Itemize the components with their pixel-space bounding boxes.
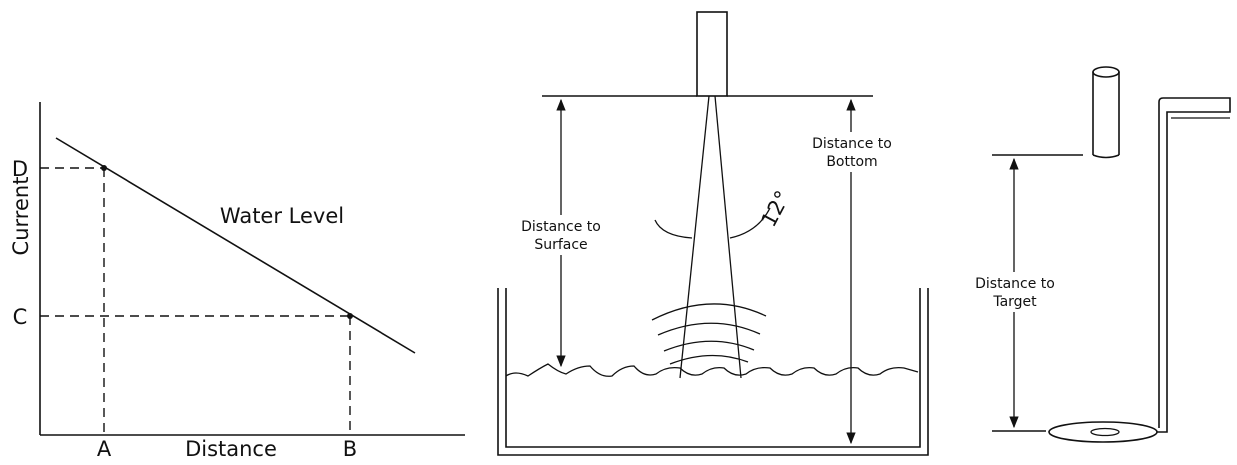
distance-to-surface-label-line1: Distance to	[521, 219, 601, 235]
y-axis-label: Current	[9, 177, 33, 256]
tank-inner-wall	[505, 288, 921, 448]
water-level-line	[55, 137, 416, 354]
distance-to-target-label-line2: Target	[992, 294, 1037, 310]
y-tick-c: C	[13, 305, 28, 329]
target-disc	[1048, 421, 1158, 443]
sound-wave-2	[657, 322, 761, 336]
beam-edge-left	[679, 95, 710, 379]
beam-edge-right	[714, 95, 742, 379]
support-arm	[1157, 97, 1231, 433]
angle-arc-left	[654, 219, 693, 239]
beam-angle-label: 12°	[756, 187, 795, 231]
x-tick-a: A	[97, 437, 112, 461]
angle-arc-right	[729, 207, 771, 239]
sound-wave-3	[663, 340, 755, 352]
distance-to-surface-label-line2: Surface	[534, 237, 587, 253]
x-axis-label: Distance	[185, 437, 277, 461]
point-ad	[101, 165, 107, 171]
line-label: Water Level	[220, 204, 344, 228]
liquid-surface	[505, 363, 919, 377]
target-label-bg	[960, 272, 1070, 312]
tank-diagram: 12° Distance to Surface Distance to Bott…	[497, 11, 929, 456]
sensor-cylinder-top	[1092, 66, 1120, 78]
y-tick-d: D	[12, 157, 28, 181]
tank-outer-wall	[497, 288, 929, 456]
current-distance-graph: Current Distance Water Level D C A B	[9, 102, 465, 461]
sound-wave-4	[669, 354, 749, 365]
x-tick-b: B	[343, 437, 357, 461]
target-disc-center	[1090, 427, 1120, 437]
bottom-label-bg	[800, 132, 904, 172]
sensor-body	[696, 11, 728, 97]
distance-to-bottom-label-line1: Distance to	[812, 136, 892, 152]
sensor-cylinder-bottom	[1092, 154, 1120, 159]
target-diagram: Distance to Target	[960, 66, 1231, 443]
surface-label-bg	[506, 215, 616, 255]
distance-to-bottom-label-line2: Bottom	[826, 154, 877, 170]
point-bc	[347, 313, 353, 319]
distance-to-target-label-line1: Distance to	[975, 276, 1055, 292]
sound-wave-1	[651, 303, 767, 321]
